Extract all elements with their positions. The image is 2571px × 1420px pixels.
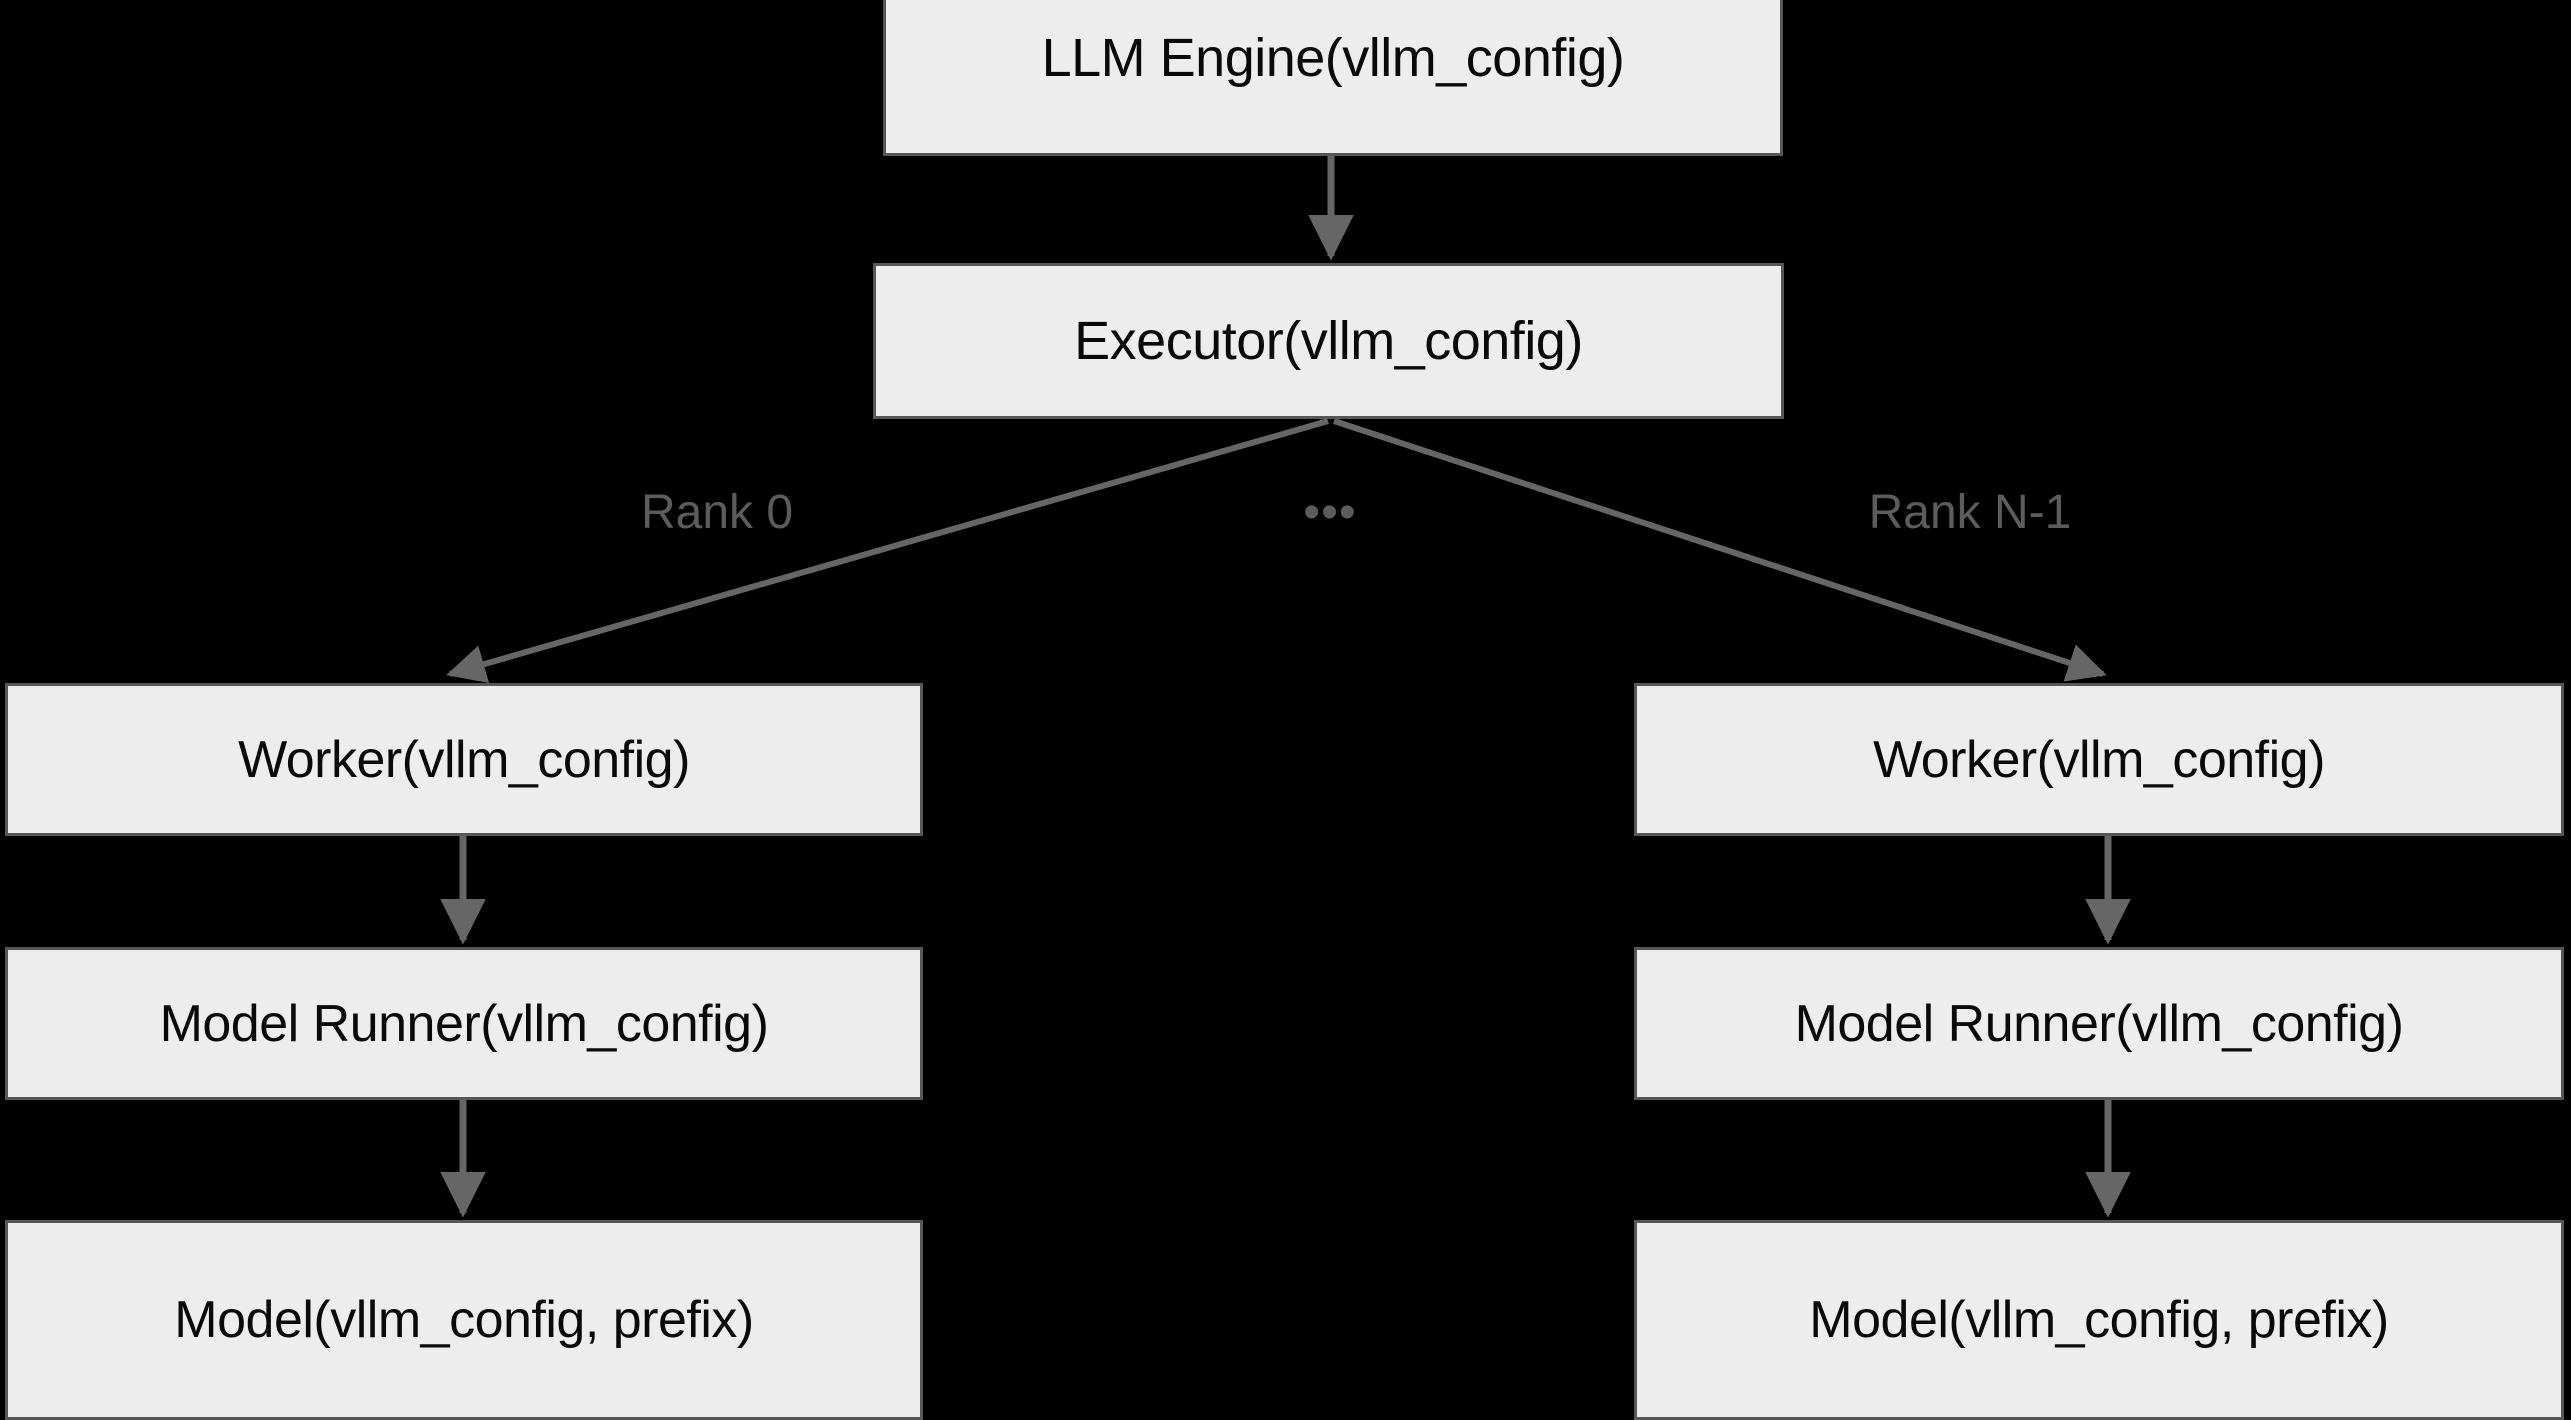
node-model-rank0-label: Model(vllm_config, prefix): [174, 1291, 754, 1349]
node-llm-engine-label: LLM Engine(vllm_config): [1041, 28, 1625, 88]
node-worker-rankn-label: Worker(vllm_config): [1873, 730, 2325, 789]
node-worker-rank0-label: Worker(vllm_config): [238, 730, 690, 789]
node-model-rank0[interactable]: Model(vllm_config, prefix): [5, 1220, 923, 1420]
edge-label-ellipsis: •••: [1303, 486, 1357, 539]
node-executor-label: Executor(vllm_config): [1074, 311, 1583, 371]
node-model-rankn-label: Model(vllm_config, prefix): [1809, 1291, 2389, 1349]
node-model-runner-rank0[interactable]: Model Runner(vllm_config): [5, 947, 923, 1100]
node-worker-rank0[interactable]: Worker(vllm_config): [5, 683, 923, 836]
edge-executor-to-worker-rank0: [446, 418, 1329, 684]
node-model-rankn[interactable]: Model(vllm_config, prefix): [1634, 1220, 2564, 1420]
edge-label-rank-n-minus-1: Rank N-1: [1868, 486, 2072, 539]
edge-executor-to-worker-rankn: [1333, 418, 2107, 682]
edge-label-rank-0: Rank 0: [640, 486, 794, 539]
diagram-canvas: LLM Engine(vllm_config) Executor(vllm_co…: [5, 0, 2564, 1420]
node-model-runner-rank0-label: Model Runner(vllm_config): [159, 994, 769, 1053]
node-executor[interactable]: Executor(vllm_config): [873, 263, 1784, 419]
node-llm-engine[interactable]: LLM Engine(vllm_config): [883, 0, 1783, 156]
node-model-runner-rankn[interactable]: Model Runner(vllm_config): [1634, 947, 2564, 1100]
node-worker-rankn[interactable]: Worker(vllm_config): [1634, 683, 2564, 836]
node-model-runner-rankn-label: Model Runner(vllm_config): [1794, 994, 2404, 1053]
